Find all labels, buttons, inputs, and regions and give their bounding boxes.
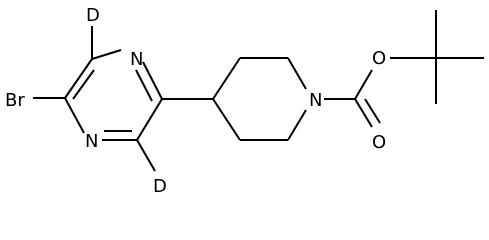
bond-pip-c2top-n [287,57,307,90]
bond-ctop-cbr-inner [72,69,95,100]
bond-cbottom-cright [136,98,163,141]
atom-oxygen-carbonyl: O [372,132,386,153]
bond-ctop-ntop [91,49,122,60]
bond-carbonyl-c-ocarbonyl-inner [364,98,381,124]
atom-deuterium-bottom: D [153,176,167,197]
bond-cbr-nbottom [64,97,85,134]
bond-carbonyl-c-ocarbonyl [354,98,373,128]
bond-carbonyl-c-oester [354,69,373,100]
bond-cbottom-d [136,139,156,172]
bond-ntop-cright [142,61,163,100]
bond-pip-n-c2bottom [287,109,307,141]
atom-deuterium-top: D [86,5,100,26]
bond-ntop-cright-inner [135,69,153,102]
bond-pip-c3bottom-c4 [212,98,241,141]
atom-nitrogen-top: N [130,49,143,70]
atom-bromine: Br [5,90,25,111]
atom-nitrogen-piperidine: N [309,90,322,111]
bond-ctop-cbr [64,58,93,99]
atom-nitrogen-bottom: N [85,131,98,152]
molecule-structure: D N Br N D N O O [5,5,484,197]
bond-pip-c4-c3top [212,57,241,100]
atom-oxygen-ester: O [372,48,386,69]
